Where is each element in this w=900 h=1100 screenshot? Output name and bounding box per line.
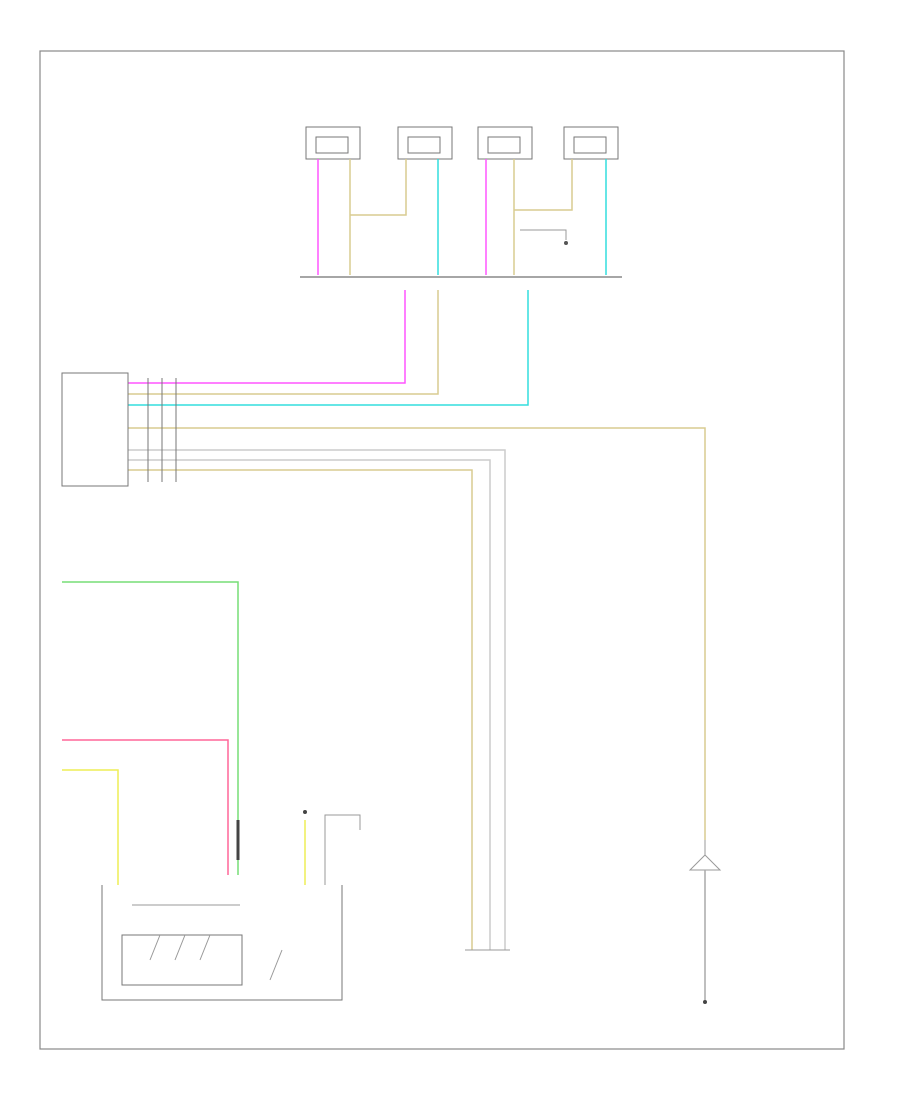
- sensor-box-1: [305, 126, 361, 160]
- diagram-frame: [39, 50, 845, 1050]
- sensor-connector-3: [487, 136, 521, 154]
- sensor-connector-1: [315, 136, 349, 154]
- switch-contacts: [149, 934, 211, 961]
- wire-cyan-ecm: [128, 290, 529, 406]
- wire-tan-s2: [350, 159, 407, 216]
- sensor-group: [305, 126, 619, 160]
- switch-outline: [101, 885, 343, 1001]
- switch-top-node: [303, 810, 307, 814]
- wire-tan-ecm: [128, 290, 439, 395]
- ecm-block: [61, 372, 177, 487]
- wire-gray-1: [128, 449, 506, 950]
- switch-feed-wires: [62, 581, 361, 885]
- wire-tan-long: [128, 427, 706, 840]
- sensor-box-2: [397, 126, 453, 160]
- sensor-box-3: [477, 126, 533, 160]
- sensor-wires: [317, 159, 607, 275]
- wire-green: [62, 581, 239, 875]
- right-switch: [688, 840, 722, 1004]
- switch-block: [101, 810, 343, 1001]
- wire-gray-2: [128, 459, 491, 950]
- ground-node: [564, 241, 568, 245]
- wire-switch-lead: [324, 814, 361, 885]
- wire-pink-ecm: [128, 290, 406, 384]
- right-ground-node: [703, 1000, 707, 1004]
- sensor-connector-2: [407, 136, 441, 154]
- wire-yellow: [62, 769, 119, 885]
- switch-inner-box: [121, 934, 243, 986]
- wire-red: [62, 739, 229, 875]
- switch-arm: [269, 949, 283, 981]
- sensor-box-4: [563, 126, 619, 160]
- wire-tan-s4: [514, 159, 573, 211]
- ecm-feed-wires: [128, 290, 706, 950]
- wire-tan-pressure: [128, 469, 473, 950]
- right-switch-symbol: [688, 840, 722, 871]
- sensor-connector-4: [573, 136, 607, 154]
- ecm-connector: [61, 372, 129, 487]
- ground-lead: [520, 229, 567, 240]
